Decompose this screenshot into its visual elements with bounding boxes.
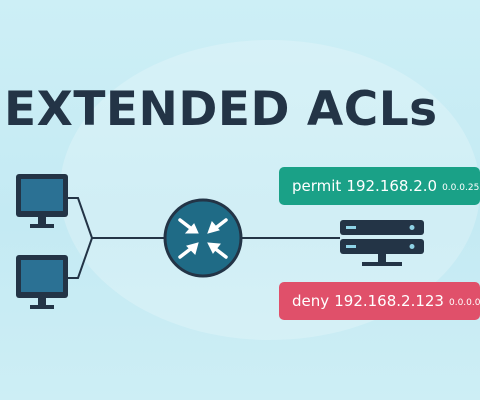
deny-rule-action: deny — [292, 292, 330, 310]
link-pc2 — [68, 237, 93, 279]
permit-rule-wildcard: 0.0.0.255 — [442, 182, 480, 193]
deny-rule-label: deny 192.168.2.123 0.0.0.0 — [279, 282, 480, 320]
permit-rule-action: permit — [292, 177, 342, 195]
link-pc1 — [68, 197, 93, 239]
router-icon — [163, 198, 243, 278]
permit-rule-label: permit 192.168.2.0 0.0.0.255 — [279, 167, 480, 205]
connections — [68, 197, 340, 279]
permit-rule-address: 192.168.2.0 — [346, 177, 438, 195]
server-icon — [340, 220, 424, 266]
computer-icon — [16, 174, 68, 228]
computer-icon — [16, 255, 68, 309]
deny-rule-address: 192.168.2.123 — [334, 292, 444, 310]
deny-rule-wildcard: 0.0.0.0 — [448, 297, 480, 308]
page-title: EXTENDED ACLs — [4, 82, 438, 137]
